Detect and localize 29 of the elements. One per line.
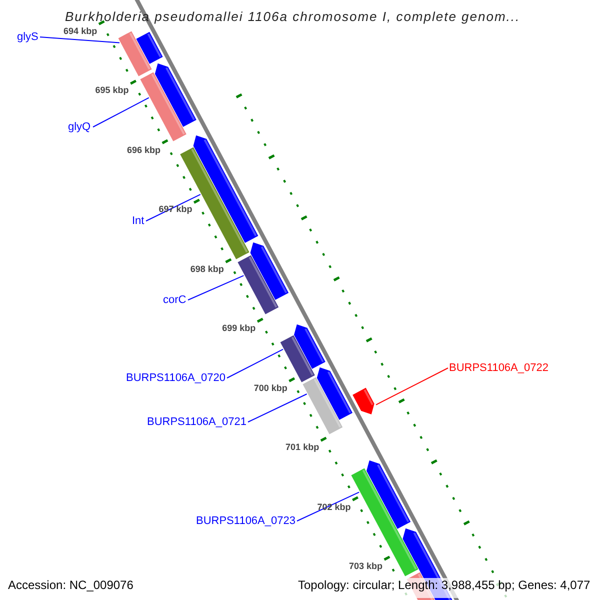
leader-line: [92, 97, 150, 128]
leader-line: [226, 348, 284, 378]
gene-label: BURPS1106A_0721: [147, 416, 246, 428]
leader-line: [296, 492, 360, 522]
scale-label: 703 kbp: [348, 562, 382, 572]
gene-bar: [238, 255, 279, 314]
scale-label: 699 kbp: [222, 324, 256, 334]
leader-line: [40, 36, 120, 44]
gene-bar: [302, 377, 343, 434]
leader-line: [146, 194, 201, 222]
leader-line: [376, 368, 448, 406]
gene-label: corC: [163, 294, 186, 306]
leader-line: [248, 394, 308, 422]
gene-label: BURPS1106A_0722: [449, 362, 548, 374]
accession-text: Accession: NC_009076: [8, 579, 134, 592]
gene-label: BURPS1106A_0720: [126, 372, 226, 384]
leader-line: [188, 275, 244, 300]
scale-label: 695 kbp: [95, 86, 129, 96]
scale-label: 701 kbp: [286, 443, 320, 454]
scale-label: 698 kbp: [190, 264, 224, 275]
gene-label: glyQ: [68, 121, 91, 134]
gene-label: glyS: [17, 31, 38, 44]
gene-bar: [140, 72, 186, 142]
gene-bar: [351, 468, 418, 576]
gene-bar: [352, 388, 374, 414]
gene-bar: [280, 335, 315, 382]
gene-label: BURPS1106A_0723: [196, 515, 296, 528]
gene-label: Int: [132, 215, 144, 228]
gene-bar: [118, 31, 152, 76]
